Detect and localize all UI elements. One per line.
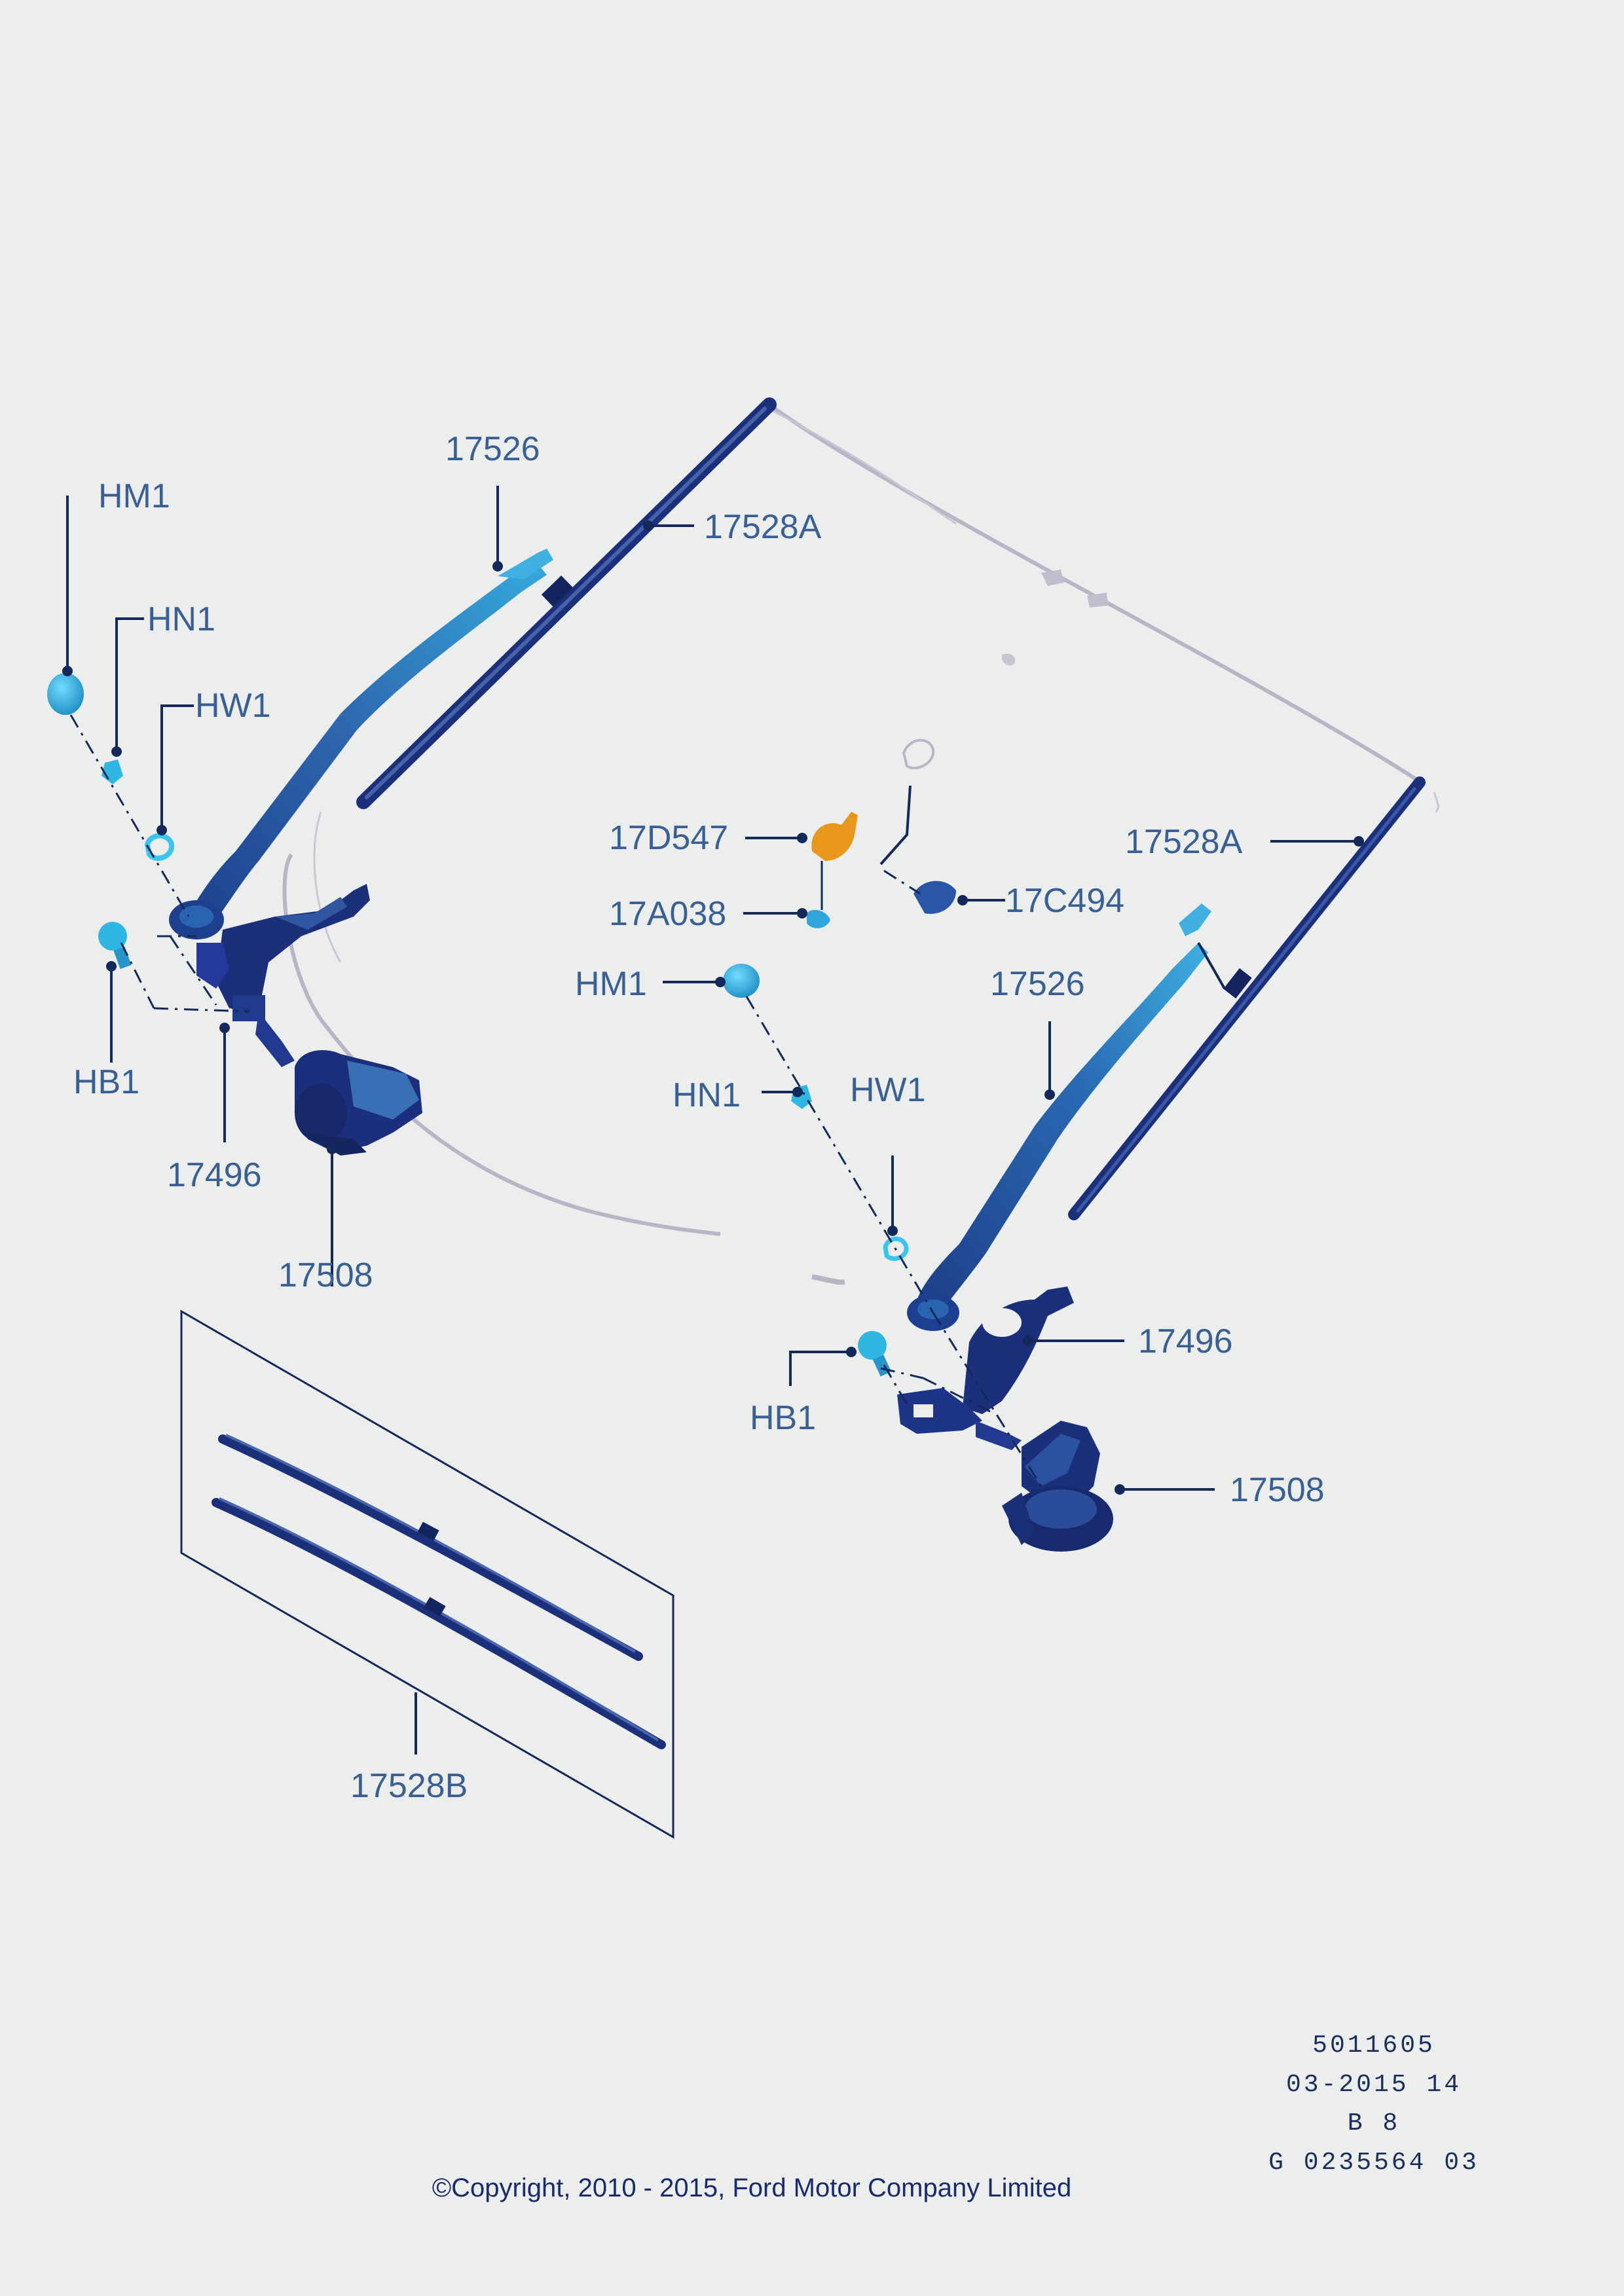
callout-linkage-left: 17496: [167, 1156, 262, 1194]
windscreen-outline: [282, 401, 1439, 1285]
left-hw1-washer: [144, 833, 174, 861]
drawing-number: 5011605: [1312, 2032, 1435, 2060]
nozzle-clip: [807, 909, 830, 928]
callout-linkage-right: 17496: [1138, 1322, 1233, 1360]
footer: 5011605 03-2015 14 B 8 G 0235564 03 ©Cop…: [432, 2032, 1479, 2202]
right-wiper-linkage: [897, 1286, 1074, 1450]
callout-hw1-left: HW1: [195, 687, 271, 725]
washer-nozzle: [811, 812, 858, 861]
left-wiper-blade: [356, 397, 777, 809]
callout-motor-left: 17508: [278, 1256, 373, 1294]
callout-blade-right: 17528A: [1125, 823, 1243, 861]
callout-hw1-right: HW1: [850, 1071, 926, 1109]
left-hm1-cap: [47, 673, 84, 715]
date-code: 03-2015 14: [1286, 2071, 1462, 2099]
left-hb1-bolt: [98, 922, 127, 951]
callout-labels: HM1 HN1 HW1 HB1 17526 17528A 17496 17508…: [73, 430, 1325, 1805]
nozzle-cap: [913, 881, 956, 914]
right-wiper-arm: [907, 903, 1226, 1331]
callout-hb1-right: HB1: [750, 1399, 816, 1437]
leader-lines: [62, 486, 1364, 1755]
copyright-notice: ©Copyright, 2010 - 2015, Ford Motor Comp…: [432, 2174, 1072, 2202]
right-hm1-cap: [723, 964, 760, 998]
callout-hb1-left: HB1: [73, 1063, 139, 1101]
left-hardware: [47, 673, 249, 1013]
callout-blade-set: 17528B: [350, 1767, 468, 1805]
right-hb1-bolt: [858, 1331, 887, 1360]
left-wiper-motor: [295, 1050, 422, 1156]
right-hardware: [723, 964, 1043, 1487]
washer-nozzle-group: [807, 785, 956, 928]
callout-hm1-left: HM1: [98, 477, 170, 515]
section-code: B 8: [1348, 2109, 1400, 2138]
callout-motor-right: 17508: [1230, 1471, 1325, 1509]
right-wiper-blade: [1068, 776, 1426, 1220]
callout-hn1-right: HN1: [673, 1076, 741, 1114]
left-wiper-linkage: [196, 884, 370, 1067]
graphic-id: G 0235564 03: [1268, 2149, 1479, 2177]
callout-hm1-right: HM1: [575, 965, 647, 1003]
callout-arm-left: 17526: [445, 430, 540, 468]
callout-hn1-left: HN1: [147, 600, 215, 638]
callout-blade-left: 17528A: [704, 508, 822, 546]
blade-set-box: [180, 1309, 674, 1839]
callout-clip: 17A038: [609, 895, 726, 933]
callout-nozzle: 17D547: [609, 819, 728, 857]
callout-cap: 17C494: [1005, 882, 1124, 920]
left-wiper-arm: [169, 549, 553, 939]
callout-arm-right: 17526: [990, 965, 1085, 1003]
